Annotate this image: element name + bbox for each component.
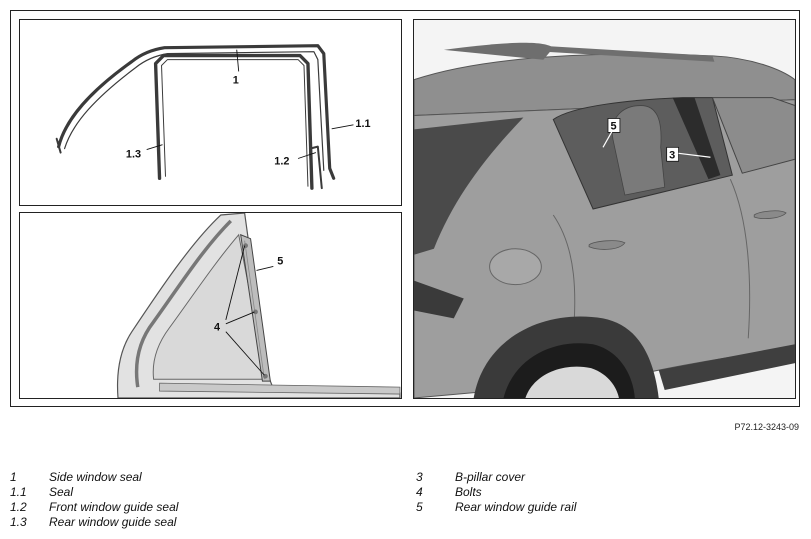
legend-right: 3 B-pillar cover 4 Bolts 5 Rear window guid…: [416, 470, 576, 515]
legend-text: Seal: [49, 485, 74, 499]
legend-num: 1.1: [10, 485, 27, 499]
vehicle-view: 5 3: [413, 19, 796, 399]
callout-1-1: 1.1: [355, 118, 370, 130]
callout-5-vehicle: 5: [610, 120, 616, 132]
legend-text: Rear window guide seal: [49, 515, 177, 529]
callout-1-3: 1.3: [126, 149, 141, 161]
legend-item-1-1: 1.1 Seal: [10, 485, 178, 500]
legend-num: 1.2: [10, 500, 27, 514]
legend-item-1-2: 1.2 Front window guide seal: [10, 500, 178, 515]
illustration-frame: 1 1.1 1.2 1.3: [10, 10, 800, 407]
legend-text: Rear window guide rail: [455, 500, 577, 514]
legend-num: 1.3: [10, 515, 27, 529]
callout-box-5: [607, 118, 621, 133]
legend-item-5: 5 Rear window guide rail: [416, 500, 576, 515]
guide-rail-illustration: 5 4: [116, 213, 401, 398]
legend-num: 1: [10, 470, 17, 484]
legend-num: 3: [416, 470, 423, 484]
legend-left: 1 Side window seal 1.1 Seal 1.2 Front windo…: [10, 470, 178, 530]
legend-num: 5: [416, 500, 423, 514]
callout-1: 1: [233, 74, 239, 86]
legend-item-3: 3 B-pillar cover: [416, 470, 576, 485]
guide-rail-detail-view: 5 4: [19, 212, 402, 399]
figure-id: P72.12-3243-09: [734, 422, 799, 432]
legend-item-4: 4 Bolts: [416, 485, 576, 500]
callout-1-2: 1.2: [274, 155, 289, 167]
legend-text: Bolts: [455, 485, 482, 499]
legend-text: Front window guide seal: [49, 500, 179, 514]
seals-illustration: 1 1.1 1.2 1.3: [55, 44, 371, 190]
vehicle-illustration: 5 3: [414, 20, 795, 398]
legend-item-1: 1 Side window seal: [10, 470, 178, 485]
callout-4: 4: [214, 322, 220, 334]
legend-num: 4: [416, 485, 423, 499]
legend-text: B-pillar cover: [455, 470, 526, 484]
callout-3: 3: [669, 149, 675, 161]
callout-5: 5: [277, 255, 283, 267]
legend-text: Side window seal: [49, 470, 142, 484]
legend-item-1-3: 1.3 Rear window guide seal: [10, 515, 178, 530]
seals-view: 1 1.1 1.2 1.3: [19, 19, 402, 206]
callout-box-3: [666, 146, 680, 162]
